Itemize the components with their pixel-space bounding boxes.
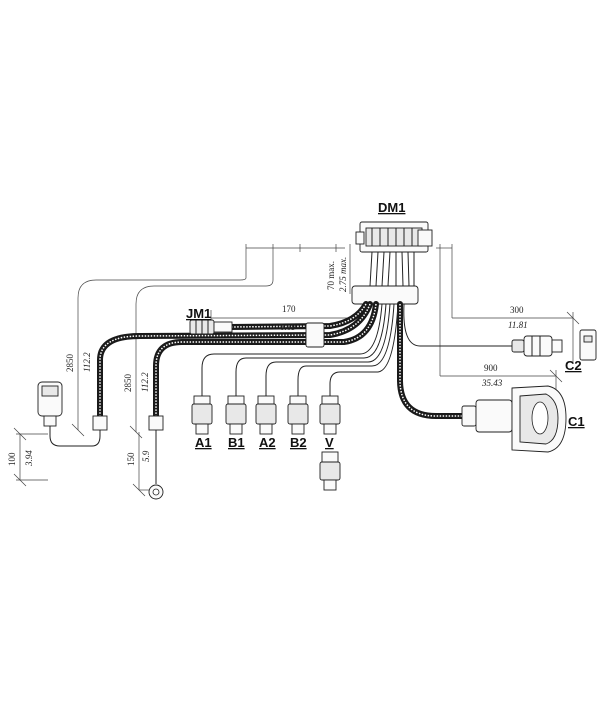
dim-2-75-max: 2.75 max.: [338, 257, 348, 292]
jm1-connector: [189, 319, 233, 335]
ring-terminal: [148, 415, 164, 500]
main-harness: [97, 301, 469, 423]
dim-3-94: 3.94: [24, 450, 34, 467]
label-jm1: JM1: [186, 306, 211, 321]
component-labels: DM1 JM1 A1 B1 A2 B2 V C2 C1: [186, 200, 585, 450]
connector-a1: [191, 395, 213, 435]
dimension-texts: 2850 112.2 2850 112.2 170 6.69 70 max. 2…: [7, 257, 528, 467]
dm1-connector: [351, 221, 433, 305]
dim-150: 150: [126, 452, 136, 466]
connector-b2: [287, 395, 309, 435]
dim-11-81: 11.81: [508, 320, 528, 330]
actuator-connectors: [191, 395, 341, 491]
connector-a2: [255, 395, 277, 435]
label-c2: C2: [565, 358, 582, 373]
dim-112-b: 112.2: [140, 372, 150, 392]
actuator-wires: [201, 303, 540, 396]
label-dm1: DM1: [378, 200, 405, 215]
dim-112-a: 112.2: [82, 352, 92, 372]
dim-900: 900: [484, 363, 498, 373]
label-v: V: [325, 435, 334, 450]
dim-5-9: 5.9: [141, 450, 151, 462]
dim-70-max: 70 max.: [326, 261, 336, 290]
connector-v: [319, 395, 341, 435]
dim-6-69: 6.69: [280, 322, 296, 332]
dim-170: 170: [282, 304, 296, 314]
label-a2: A2: [259, 435, 276, 450]
dim-100: 100: [7, 452, 17, 466]
left-sensor: [37, 381, 108, 447]
label-a1: A1: [195, 435, 212, 450]
mating-plug: [319, 451, 341, 491]
c2-connector: [511, 329, 597, 361]
label-b2: B2: [290, 435, 307, 450]
dimension-lines: [13, 244, 580, 497]
dim-2850-b: 2850: [123, 374, 133, 393]
label-b1: B1: [228, 435, 245, 450]
dim-300: 300: [510, 305, 524, 315]
connector-b1: [225, 395, 247, 435]
label-c1: C1: [568, 414, 585, 429]
dim-35-43: 35.43: [481, 378, 503, 388]
dim-2850-a: 2850: [65, 354, 75, 373]
c1-motor: [461, 385, 567, 453]
